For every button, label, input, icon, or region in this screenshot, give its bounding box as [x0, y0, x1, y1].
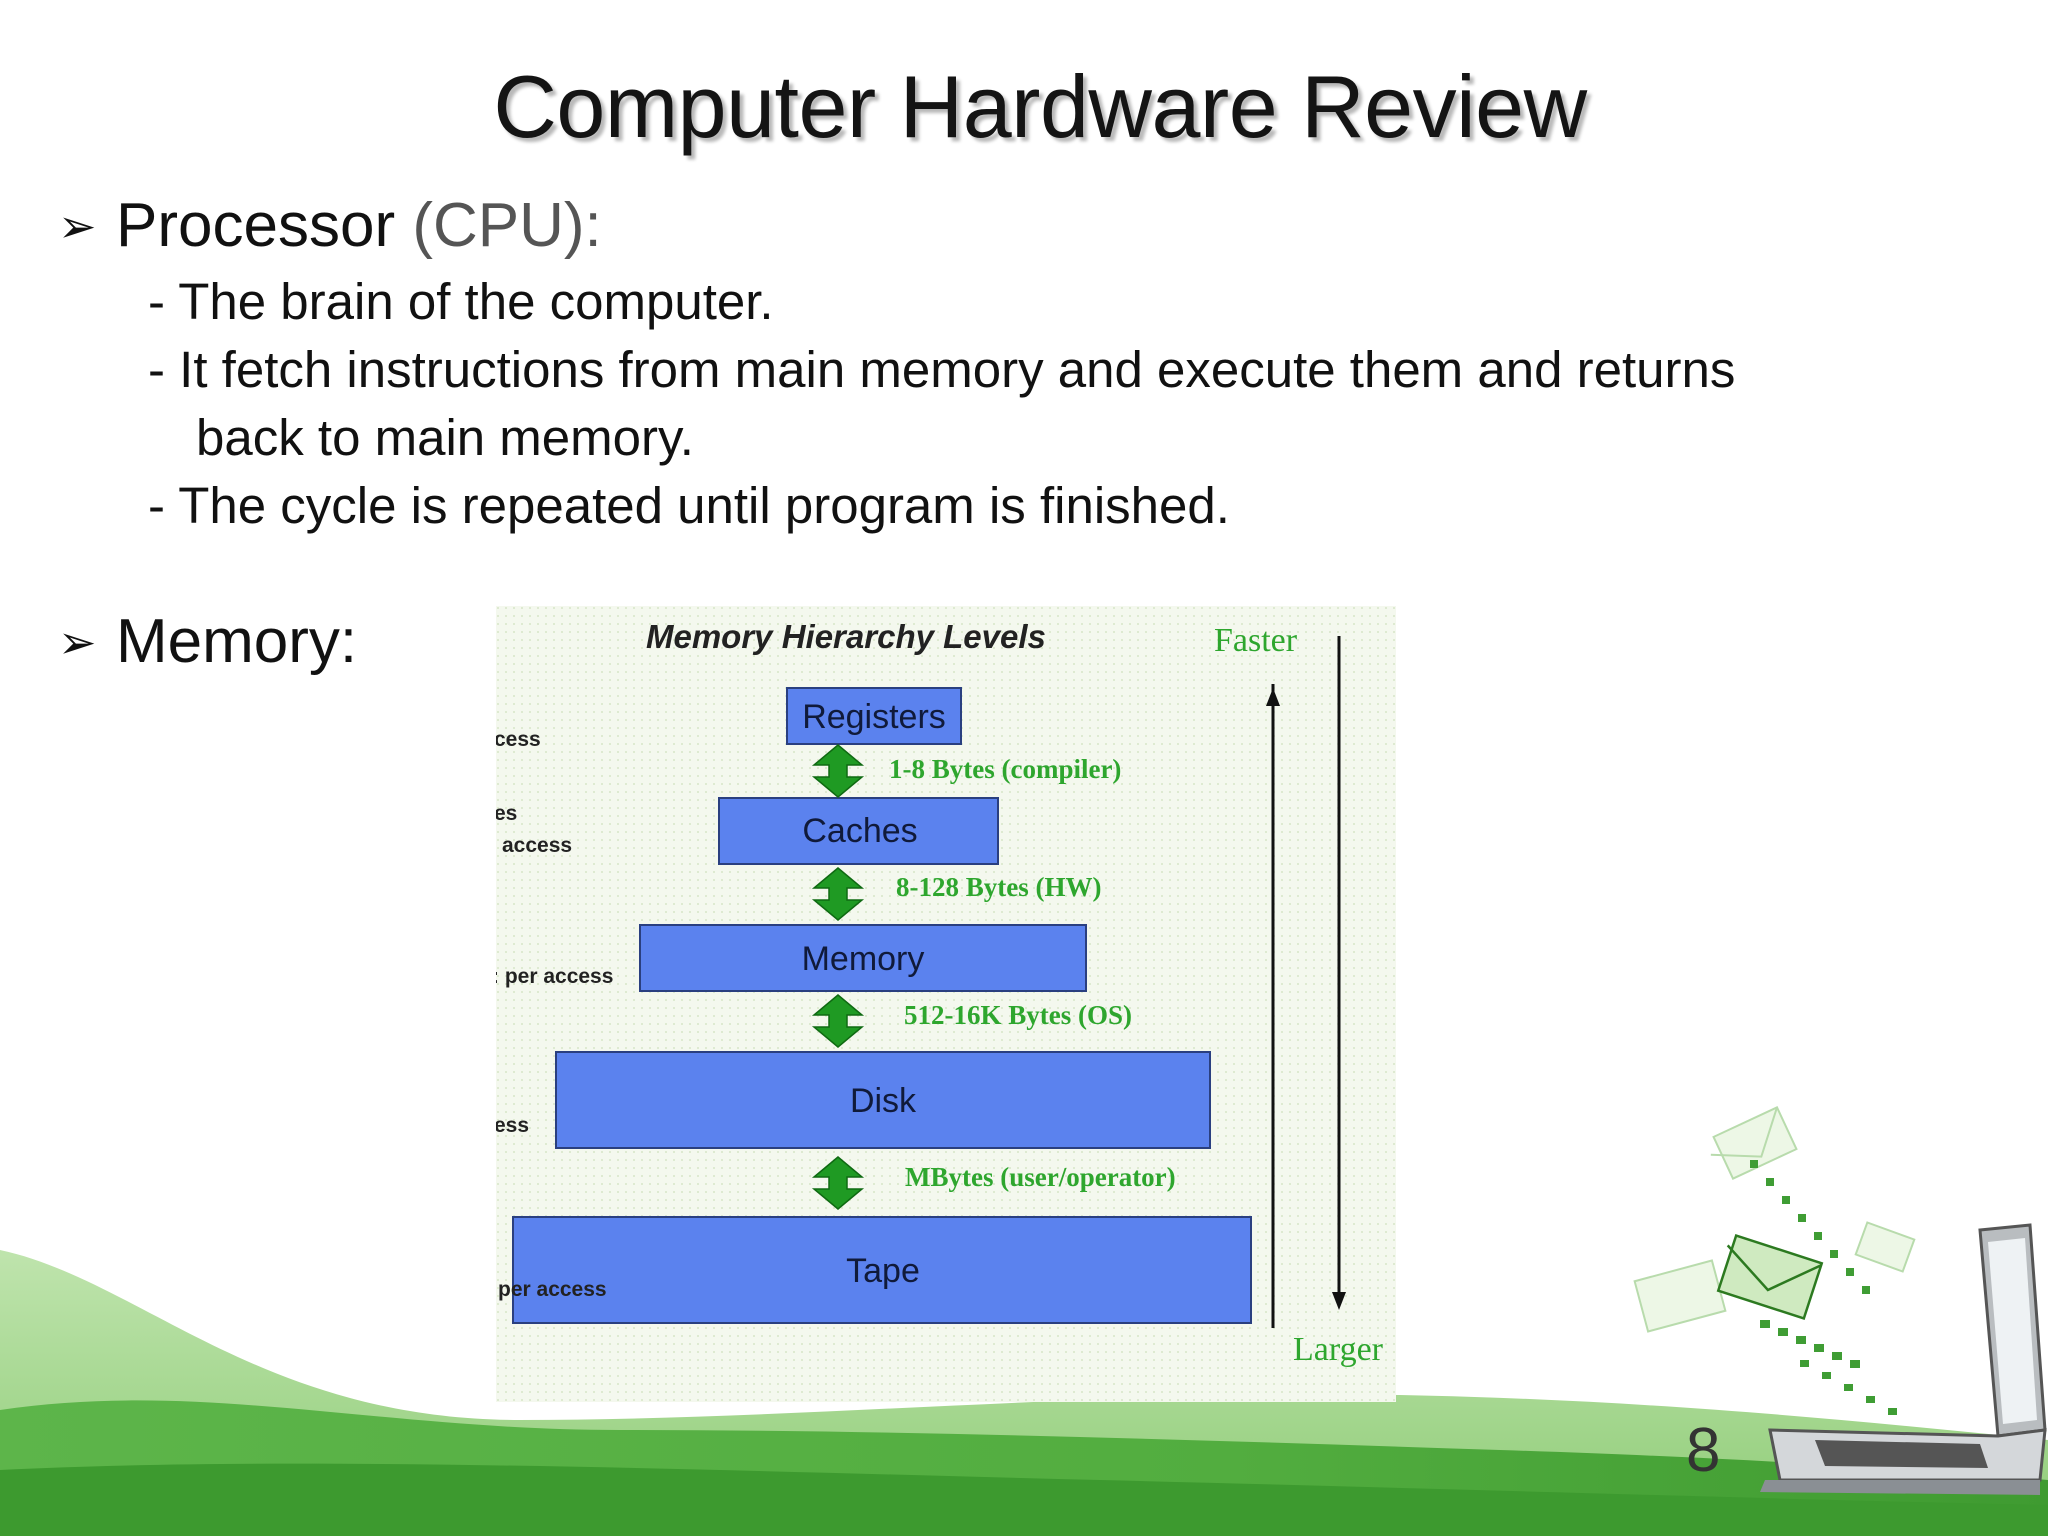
cropped-text-fragment: es: [496, 802, 517, 825]
processor-point: - It fetch instructions from main memory…: [148, 341, 1736, 398]
transfer-label: 512-16K Bytes (OS): [904, 1000, 1132, 1030]
bullet-processor: ➢ Processor (CPU):: [58, 190, 602, 261]
cropped-text-fragment: per access: [498, 1278, 607, 1301]
larger-label: Larger: [1293, 1331, 1384, 1368]
level-label: Memory: [802, 940, 925, 978]
level-label: Disk: [850, 1082, 917, 1120]
figure-title: Memory Hierarchy Levels: [646, 618, 1046, 655]
transfer-label: MBytes (user/operator): [905, 1162, 1176, 1192]
memory-hierarchy-figure: Memory Hierarchy Levels Registers Caches…: [496, 606, 1396, 1402]
level-label: Caches: [802, 812, 917, 850]
arrowhead-bullet-icon: ➢: [58, 616, 97, 668]
faster-label: Faster: [1214, 622, 1298, 659]
cropped-text-fragment: : per access: [496, 965, 613, 988]
cropped-text-fragment: access: [502, 834, 572, 857]
processor-point: - The cycle is repeated until program is…: [148, 477, 1230, 534]
level-box-disk: [555, 1051, 1211, 1149]
level-box-memory: [639, 924, 1087, 992]
up-arrow-icon: [1266, 688, 1280, 706]
down-arrow-icon: [1332, 1292, 1346, 1310]
level-box-registers: [786, 687, 962, 745]
bullet-memory: ➢ Memory:: [58, 606, 357, 677]
level-box-tape: [512, 1216, 1252, 1324]
bullet-processor-suffix: (CPU):: [412, 191, 602, 260]
memory-hierarchy-diagram: Memory Hierarchy Levels Registers Caches…: [496, 606, 1396, 1402]
transfer-label: 8-128 Bytes (HW): [896, 872, 1101, 902]
bullet-memory-label: Memory:: [116, 607, 358, 676]
arrowhead-bullet-icon: ➢: [58, 200, 97, 252]
transfer-label: 1-8 Bytes (compiler): [889, 754, 1121, 784]
level-label: Registers: [802, 698, 946, 736]
processor-point: - The brain of the computer.: [148, 273, 774, 330]
level-label: Tape: [846, 1252, 920, 1290]
cropped-text-fragment: cess: [496, 728, 541, 751]
bullet-processor-label: Processor: [116, 191, 396, 260]
level-box-caches: [718, 797, 999, 865]
cropped-text-fragment: ess: [496, 1114, 529, 1137]
slide-title: Computer Hardware Review: [493, 57, 1587, 156]
processor-point: back to main memory.: [196, 409, 694, 466]
laptop-with-envelopes-icon: [1633, 1106, 2047, 1495]
page-number: 8: [1686, 1416, 1721, 1485]
